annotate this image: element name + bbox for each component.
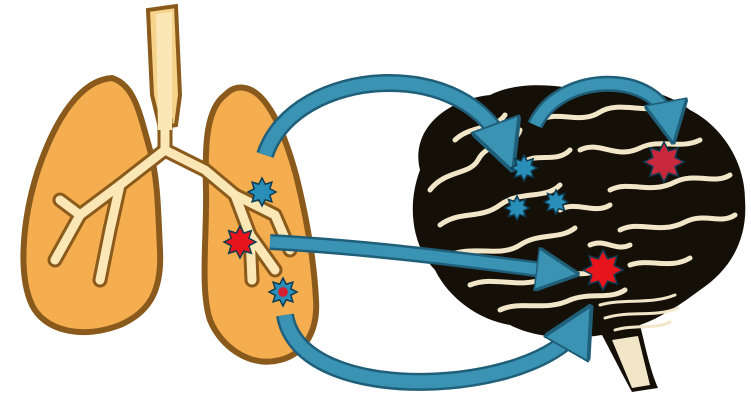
brain-tumor-marker-3 [544,190,568,214]
right-lung [205,87,317,361]
lung-tumor-marker-2 [224,226,256,258]
brain-tumor-marker-5 [583,250,623,290]
brain-silhouette [413,85,746,392]
lung-tumor-marker-1 [248,178,276,206]
lungs-icon [23,6,316,362]
brain-tumor-marker-4 [644,142,684,182]
brain-tumor-marker-2 [505,196,529,220]
brain-icon [413,85,746,392]
brain-tumor-marker-1 [511,155,537,181]
lung-tumor-marker-core-3 [278,287,288,297]
